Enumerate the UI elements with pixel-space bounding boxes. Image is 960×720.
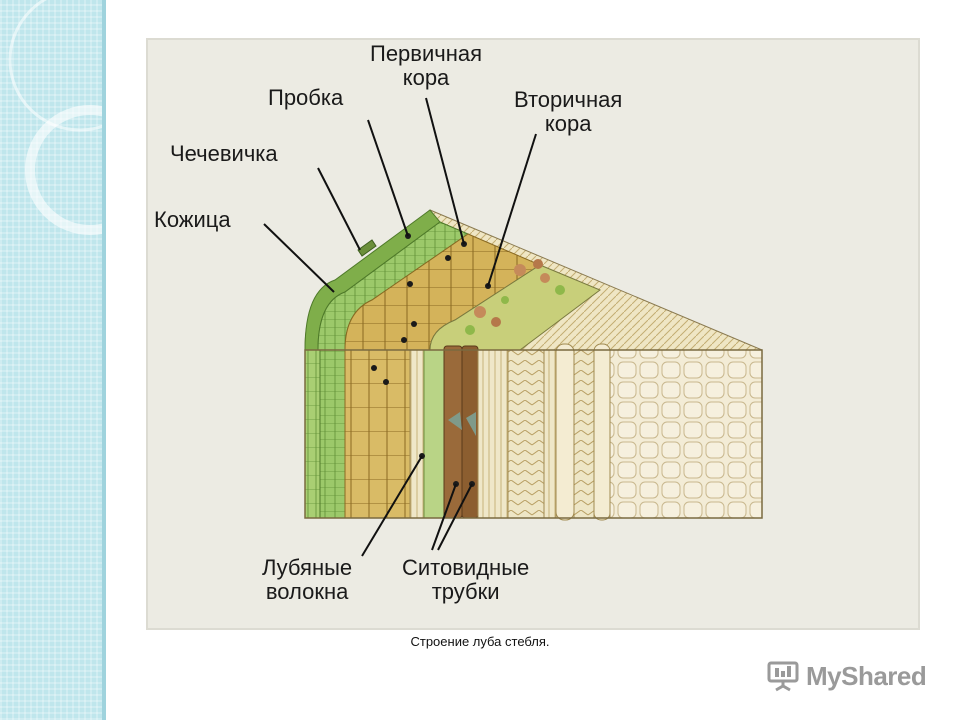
front-face: [304, 343, 763, 521]
label-bast-fibers-line2: волокна: [265, 579, 349, 604]
decorative-arcs: [8, 0, 106, 235]
label-secondary-cortex-line1: Вторичная: [514, 87, 623, 112]
label-lenticel: Чечевичка: [170, 141, 278, 166]
label-cork: Пробка: [268, 85, 344, 110]
logo-text: MyShared: [806, 660, 927, 691]
label-sieve-tubes-line1: Ситовидные: [402, 555, 530, 580]
label-sieve-tubes: Ситовидные трубки: [402, 556, 529, 604]
label-bast-fibers-line1: Лубяные: [262, 555, 353, 580]
label-secondary-cortex: Вторичная кора: [514, 88, 622, 136]
label-epidermis: Кожица: [154, 207, 231, 232]
label-bast-fibers: Лубяные волокна: [262, 556, 352, 604]
myshared-logo[interactable]: MyShared: [766, 656, 927, 696]
label-sieve-tubes-line2: трубки: [431, 579, 500, 604]
figure-caption: Строение луба стебля.: [410, 634, 550, 649]
label-primary-cortex-line2: кора: [402, 65, 450, 90]
label-primary-cortex: Первичная кора: [370, 42, 482, 90]
label-primary-cortex-line1: Первичная: [370, 41, 483, 66]
label-secondary-cortex-line2: кора: [544, 111, 592, 136]
leader-lines: [263, 97, 537, 557]
top-wedge: [304, 209, 763, 351]
presentation-board-icon: [767, 661, 799, 692]
decorative-side-strip: [0, 0, 106, 720]
